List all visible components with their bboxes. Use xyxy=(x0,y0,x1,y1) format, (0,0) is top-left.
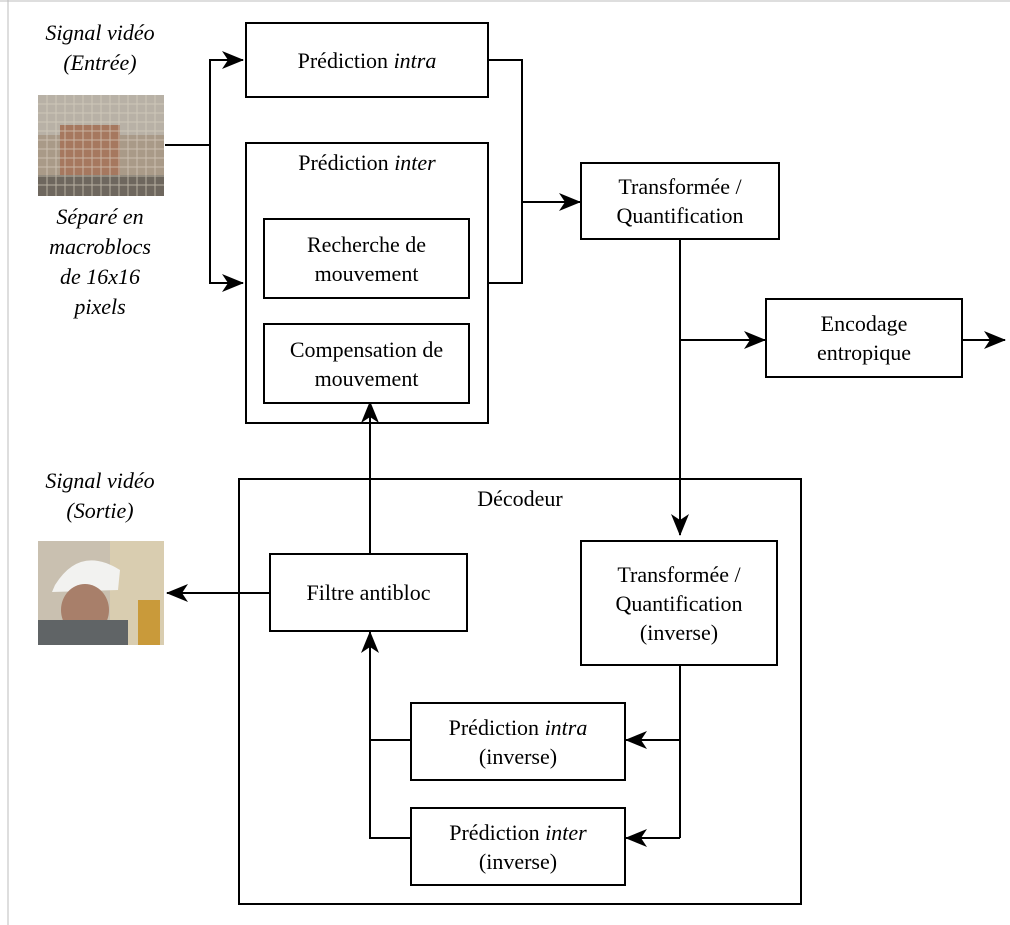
input-caption-line3: de 16x16 xyxy=(59,264,141,289)
inverse-transform-line1: Transformée / xyxy=(617,561,741,587)
inverse-transform-line2: Quantification xyxy=(615,590,743,616)
input-caption-line4: pixels xyxy=(74,294,126,319)
entropy-coding-line2: entropique xyxy=(816,340,912,365)
output-title-line1: Signal vidéo xyxy=(45,468,155,493)
output-video-image xyxy=(38,541,164,645)
intra-prediction-box: Prédiction intra xyxy=(245,22,489,98)
inverse-transform-box: Transformée / Quantification (inverse) xyxy=(580,540,778,666)
arrow-to-intra xyxy=(209,51,244,145)
inverse-inter-box: Prédiction inter (inverse) xyxy=(410,807,626,886)
input-video-image xyxy=(38,95,164,196)
motion-search-line2: mouvement xyxy=(314,260,419,286)
inter-prediction-box: Prédiction inter xyxy=(245,142,489,424)
decoder-title: Décodeur xyxy=(477,486,563,511)
inter-prediction-label: Prédiction inter xyxy=(298,150,436,175)
input-title-line2: (Entrée) xyxy=(63,50,137,75)
inverse-inter-line2: (inverse) xyxy=(478,848,558,874)
arrow-intra-out xyxy=(489,59,523,284)
transform-quant-line1: Transformée / xyxy=(618,174,742,199)
transform-quant-line2: Quantification xyxy=(616,203,744,228)
motion-compensation-line2: mouvement xyxy=(314,365,419,391)
output-title: Signal vidéo (Sortie) xyxy=(20,466,180,526)
deblocking-filter-label: Filtre antibloc xyxy=(306,580,431,605)
intra-prediction-label: Prédiction intra xyxy=(297,47,437,73)
output-title-line2: (Sortie) xyxy=(66,498,134,523)
inverse-intra-line2: (inverse) xyxy=(478,743,558,769)
input-caption: Séparé en macroblocs de 16x16 pixels xyxy=(20,202,180,322)
arrow-inv-inter-back xyxy=(361,631,410,839)
input-title-line1: Signal vidéo xyxy=(45,20,155,45)
decoder-box: Décodeur xyxy=(238,478,802,905)
inverse-intra-box: Prédiction intra (inverse) xyxy=(410,702,626,781)
inverse-transform-line3: (inverse) xyxy=(639,619,719,645)
deblocking-filter-box: Filtre antibloc xyxy=(269,553,468,632)
input-caption-line2: macroblocs xyxy=(49,234,151,259)
input-caption-line1: Séparé en xyxy=(56,204,144,229)
entropy-coding-box: Encodage entropique xyxy=(765,298,963,378)
entropy-coding-line1: Encodage xyxy=(820,311,908,336)
inverse-intra-line1: Prédiction intra xyxy=(448,714,588,740)
inverse-inter-line1: Prédiction inter xyxy=(449,819,587,845)
arrow-to-inter xyxy=(209,145,244,292)
transform-quant-box: Transformée / Quantification xyxy=(580,162,780,240)
motion-search-line1: Recherche de xyxy=(306,231,427,257)
motion-search-box: Recherche de mouvement xyxy=(263,218,470,299)
motion-compensation-line1: Compensation de xyxy=(289,336,444,362)
input-title: Signal vidéo (Entrée) xyxy=(20,18,180,78)
motion-compensation-box: Compensation de mouvement xyxy=(263,323,470,404)
